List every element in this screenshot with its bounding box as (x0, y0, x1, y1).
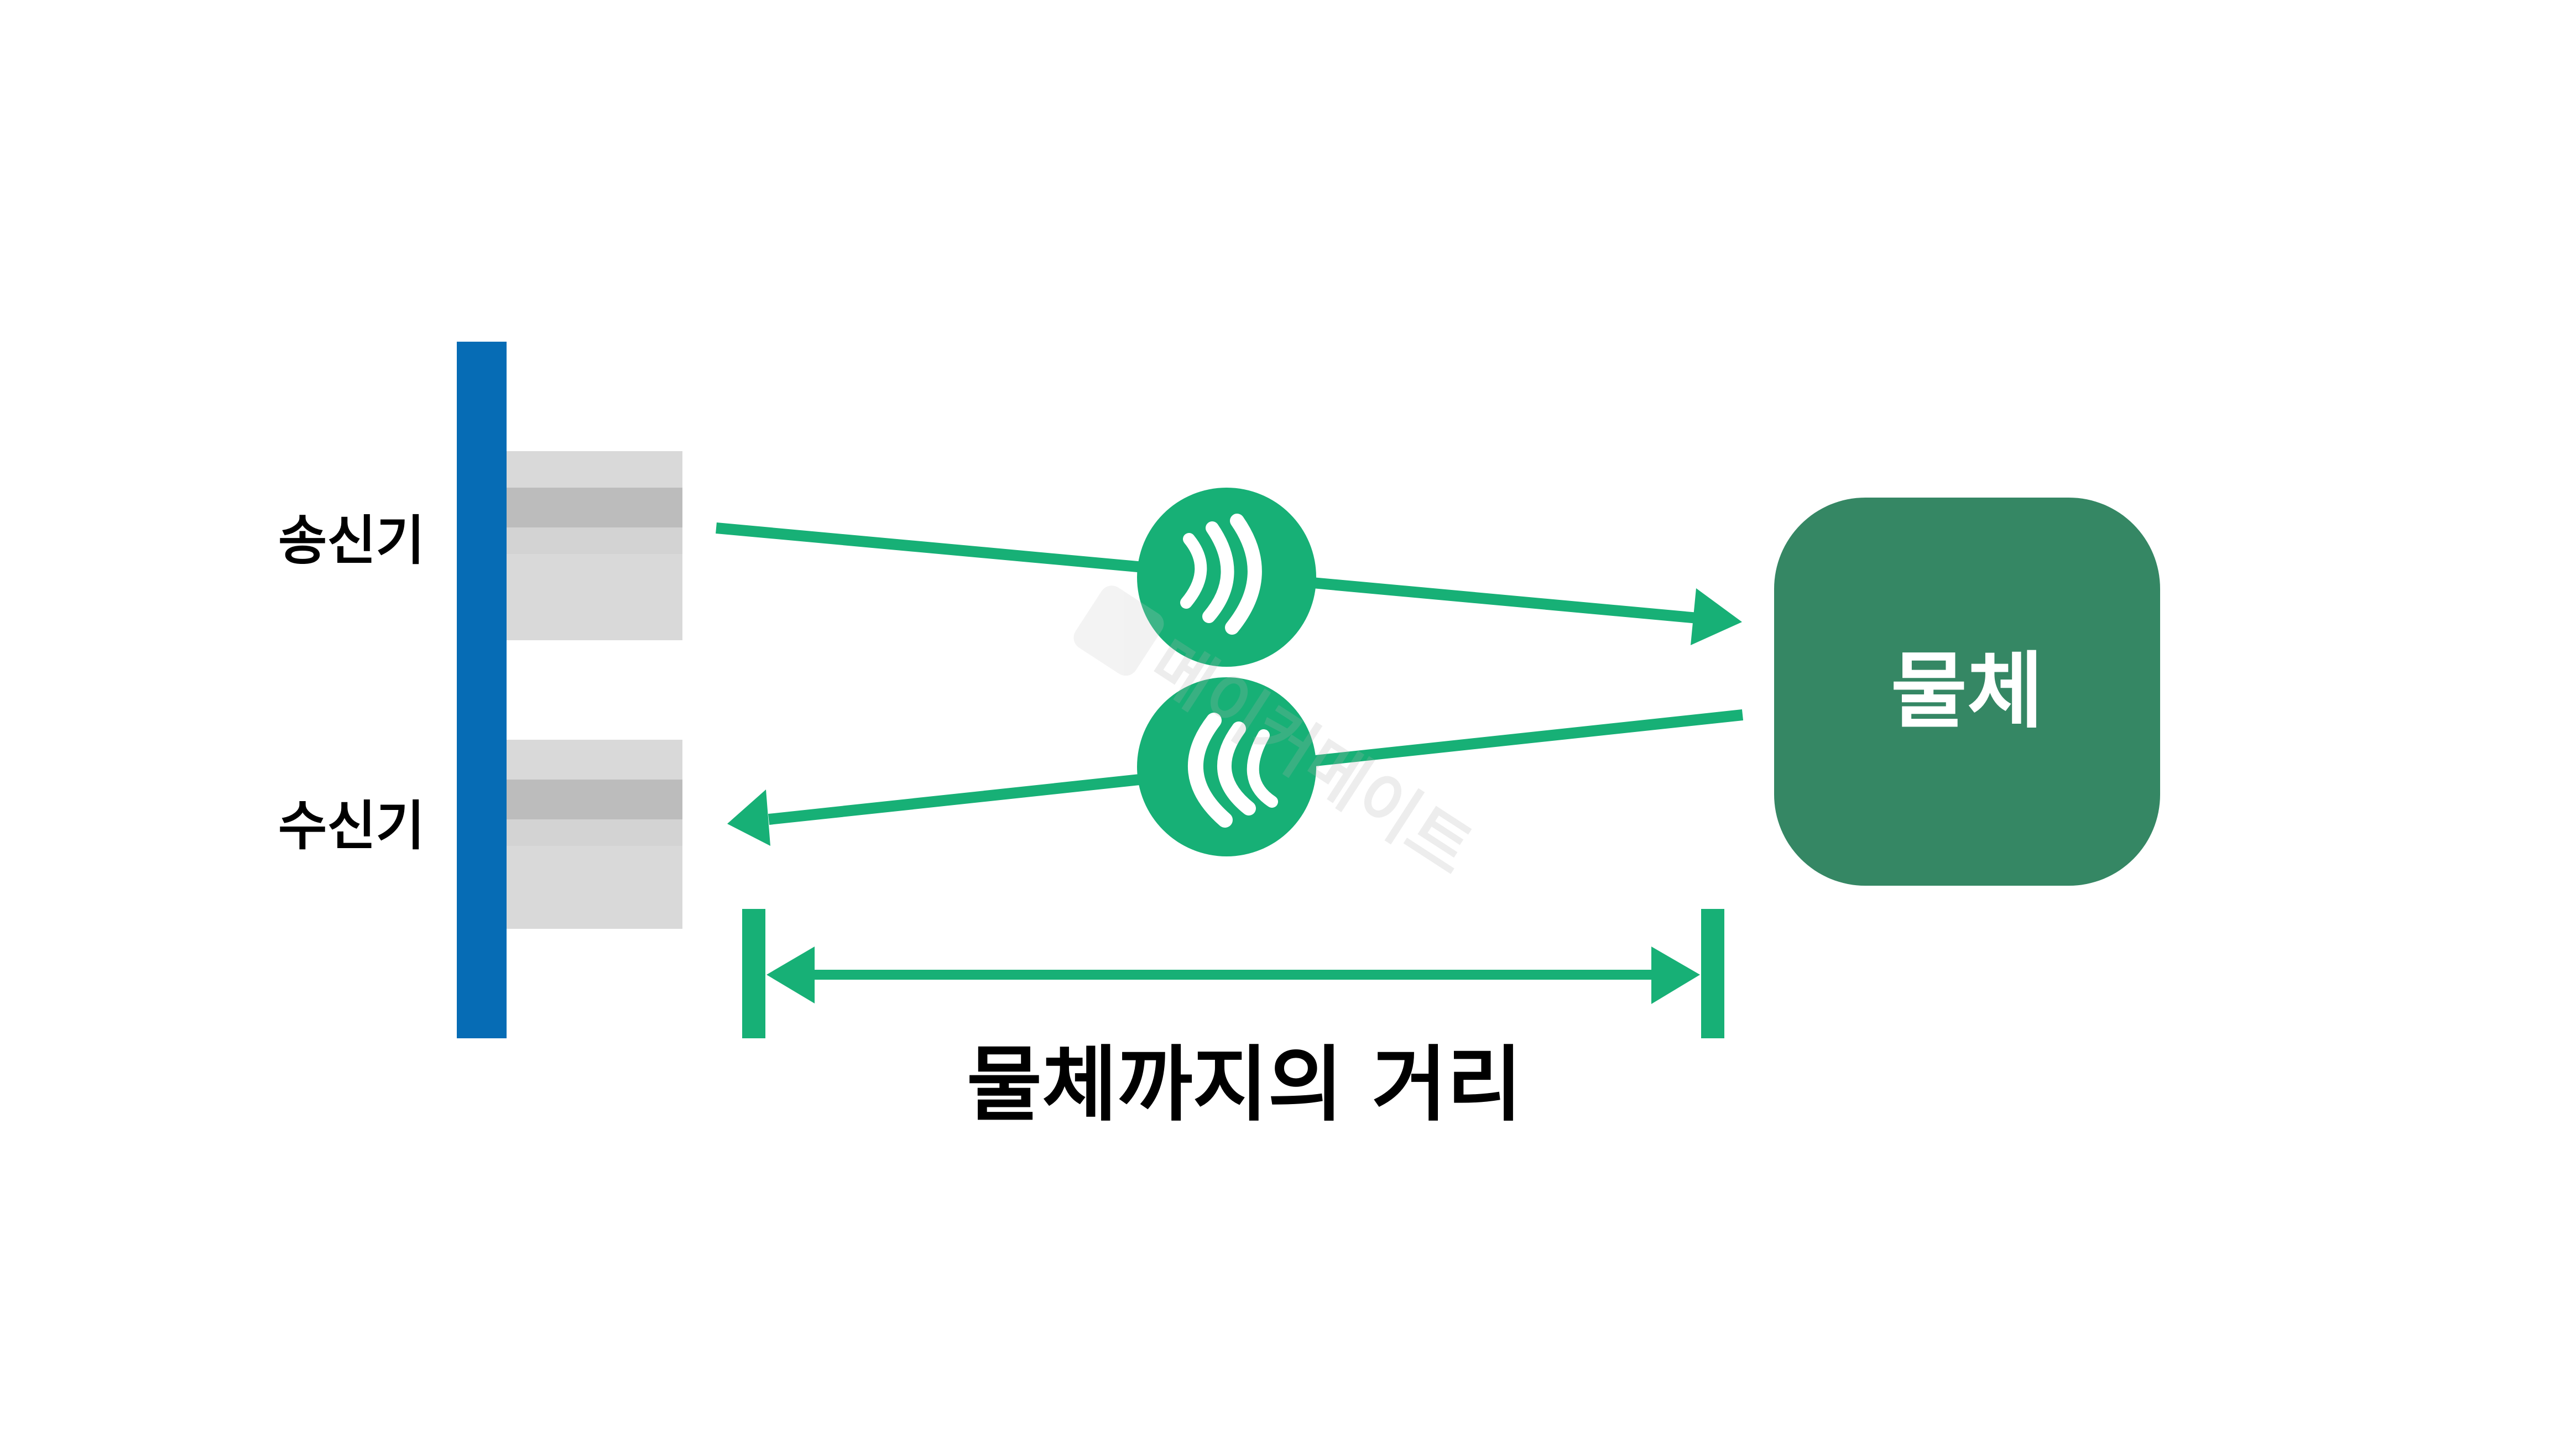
transmitter-element (507, 451, 682, 640)
receiver-label: 수신기 (278, 795, 425, 857)
receiver-dark-band (507, 780, 682, 819)
object-label: 물체 (1890, 644, 2043, 740)
sensor-board (457, 342, 507, 1038)
receiver-element (507, 740, 682, 929)
distance-right-arrowhead (1651, 947, 1700, 1004)
transmitter-label: 송신기 (278, 510, 425, 572)
distance-left-arrowhead (766, 947, 815, 1003)
transmitter-mid-band (507, 527, 682, 554)
distance-start-tick (742, 909, 765, 1038)
m-logo-icon (1073, 585, 1164, 676)
outgoing-arrowhead (1691, 588, 1742, 645)
object-box: 물체 (1774, 498, 2160, 886)
distance-label: 물체까지의 거리 (967, 1037, 1522, 1132)
receiver-mid-band (507, 819, 682, 846)
distance-end-tick (1701, 909, 1724, 1038)
reflected-arrowhead (727, 790, 770, 846)
transmitter-dark-band (507, 488, 682, 527)
sound-wave-left-icon (1137, 677, 1316, 856)
sound-wave-right-icon (1137, 488, 1316, 667)
